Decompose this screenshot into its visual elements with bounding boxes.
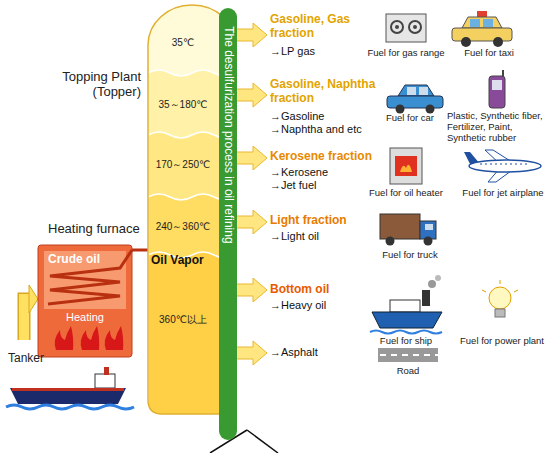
furnace-content: Crude oil — [48, 253, 100, 267]
product: →Heavy oil — [270, 299, 370, 312]
ship-icon — [370, 275, 442, 334]
product: →Kerosene — [270, 166, 370, 179]
product: →Light oil — [270, 230, 370, 243]
product: →Asphalt — [270, 346, 370, 359]
temperature-range: 360℃以上 — [152, 314, 214, 326]
fraction-title: Gasoline, Naphtha fraction — [270, 78, 386, 106]
vapor-pipe — [132, 249, 148, 252]
light-bulb-icon — [482, 280, 518, 317]
icon-caption: Fuel for car — [372, 113, 448, 124]
oil-heater-icon — [390, 148, 422, 184]
temperature-range: 35～180℃ — [152, 99, 214, 111]
product: →LP gas — [270, 45, 370, 58]
taxi-icon — [452, 11, 512, 47]
tanker-ship — [6, 367, 134, 409]
fraction-title: Light fraction — [270, 214, 370, 228]
gas-range-icon — [386, 14, 426, 42]
road-icon — [378, 348, 438, 362]
desulfurization-bar: The desulfurization process in oil refin… — [219, 8, 237, 440]
fraction-title: Kerosene fraction — [270, 150, 382, 164]
temperature-range: 240～360℃ — [152, 221, 214, 233]
product: →Jet fuel — [270, 179, 370, 192]
car-icon — [387, 85, 443, 114]
plant-title: Topping Plant (Topper) — [45, 70, 141, 100]
icon-caption: Fuel for oil heater — [360, 188, 452, 199]
temperature-range: 35℃ — [152, 37, 214, 49]
furnace-heading: Heating furnace — [48, 222, 140, 237]
heating-furnace-shape — [38, 222, 132, 357]
fraction-arrows — [235, 23, 267, 365]
icon-caption: Fuel for taxi — [450, 48, 528, 59]
truck-icon — [380, 214, 436, 246]
furnace-label: Heating — [38, 311, 132, 324]
icon-caption: Road — [378, 366, 438, 377]
fraction-title: Bottom oil — [270, 283, 370, 297]
jet-airplane-icon — [464, 150, 541, 182]
product: →Naphtha and etc — [270, 123, 370, 136]
temperature-range: 170～250℃ — [152, 159, 214, 171]
edge-label: Oil Vapor — [151, 254, 204, 268]
tanker-arrow — [24, 285, 38, 340]
heating-furnace: Heating furnaceCrude oilHeating — [38, 222, 132, 357]
icon-caption: Fuel for power plant — [453, 336, 551, 347]
icon-caption: Fuel for gas range — [362, 48, 450, 59]
bar-title: The desulfurization process in oil refin… — [221, 26, 235, 243]
product: →Gasoline — [270, 110, 370, 123]
icon-caption: Plastic, Synthetic fiber, Fertilizer, Pa… — [447, 111, 553, 144]
phone-icon — [489, 70, 505, 108]
icon-caption: Fuel for truck — [370, 250, 450, 261]
icon-caption: Fuel for jet airplane — [454, 188, 552, 199]
fraction-title: Gasoline, Gas fraction — [270, 13, 375, 41]
icon-caption: Fuel for ship — [368, 336, 444, 347]
tanker-label: Tanker — [8, 352, 68, 366]
